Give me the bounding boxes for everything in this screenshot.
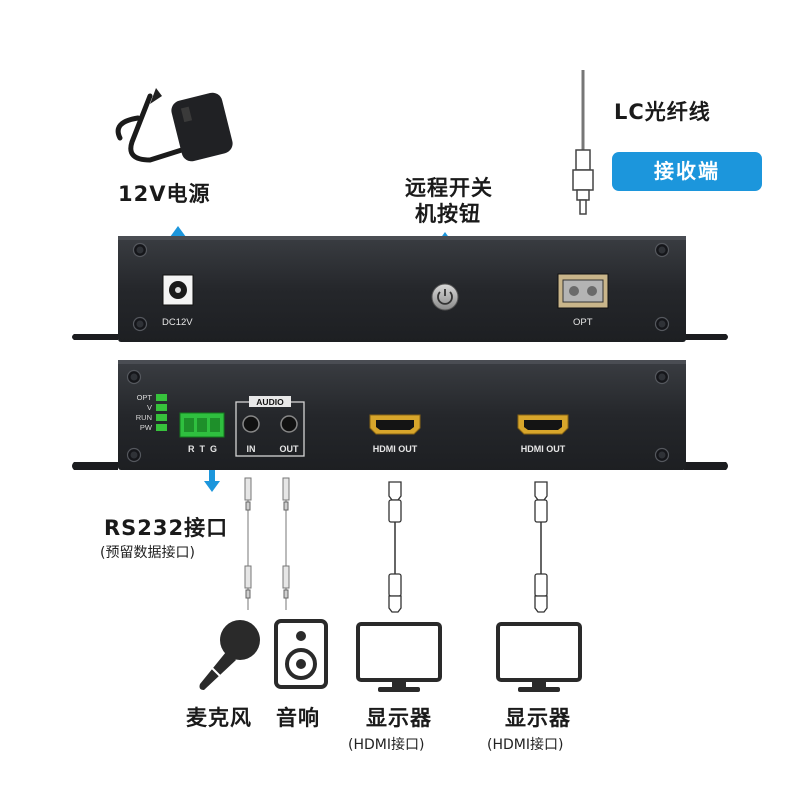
label-remote-line1: 远程开关 (405, 176, 493, 200)
opt-label: OPT (573, 317, 593, 328)
receiver-badge: 接收端 (612, 152, 762, 191)
label-fiber: LC光纤线 (614, 100, 711, 124)
label-power: 12V电源 (118, 182, 211, 206)
panel-bottom (72, 360, 728, 470)
microphone-icon (199, 620, 260, 690)
label-rs232: RS232接口 (104, 516, 229, 540)
fiber-connector-icon (572, 70, 594, 215)
label-speaker: 音响 (276, 706, 320, 730)
label-display-2: 显示器 (505, 706, 571, 730)
power-adapter-icon (115, 88, 233, 163)
label-display-2-note: (HDMI接口) (487, 737, 564, 753)
label-mic: 麦克风 (186, 706, 252, 730)
monitor-icon-2 (496, 622, 582, 692)
audio-in-label: IN (247, 444, 256, 454)
label-rs232-note: (预留数据接口) (100, 545, 195, 561)
speaker-icon (274, 619, 328, 689)
power-button-icon (431, 283, 459, 311)
label-remote-line2: 机按钮 (415, 202, 481, 226)
audio-title: AUDIO (256, 397, 284, 407)
terminal-label: R T G (188, 444, 217, 454)
label-display-1-note: (HDMI接口) (348, 737, 425, 753)
dc-label: DC12V (162, 317, 193, 328)
hdmi-cable-icon (388, 481, 548, 613)
hdmi-out-label-1: HDMI OUT (373, 444, 418, 454)
audio-cable-icon (244, 477, 290, 610)
led-label-pw: PW (140, 423, 153, 432)
audio-out-label: OUT (280, 444, 300, 454)
led-label-opt: OPT (137, 393, 153, 402)
led-label-run: RUN (136, 413, 152, 422)
hdmi-out-label-2: HDMI OUT (521, 444, 566, 454)
led-label-v: V (147, 403, 152, 412)
panel-top (72, 236, 728, 342)
arrow-down-rs232 (204, 470, 220, 492)
label-display-1: 显示器 (366, 706, 432, 730)
monitor-icon (356, 622, 442, 692)
